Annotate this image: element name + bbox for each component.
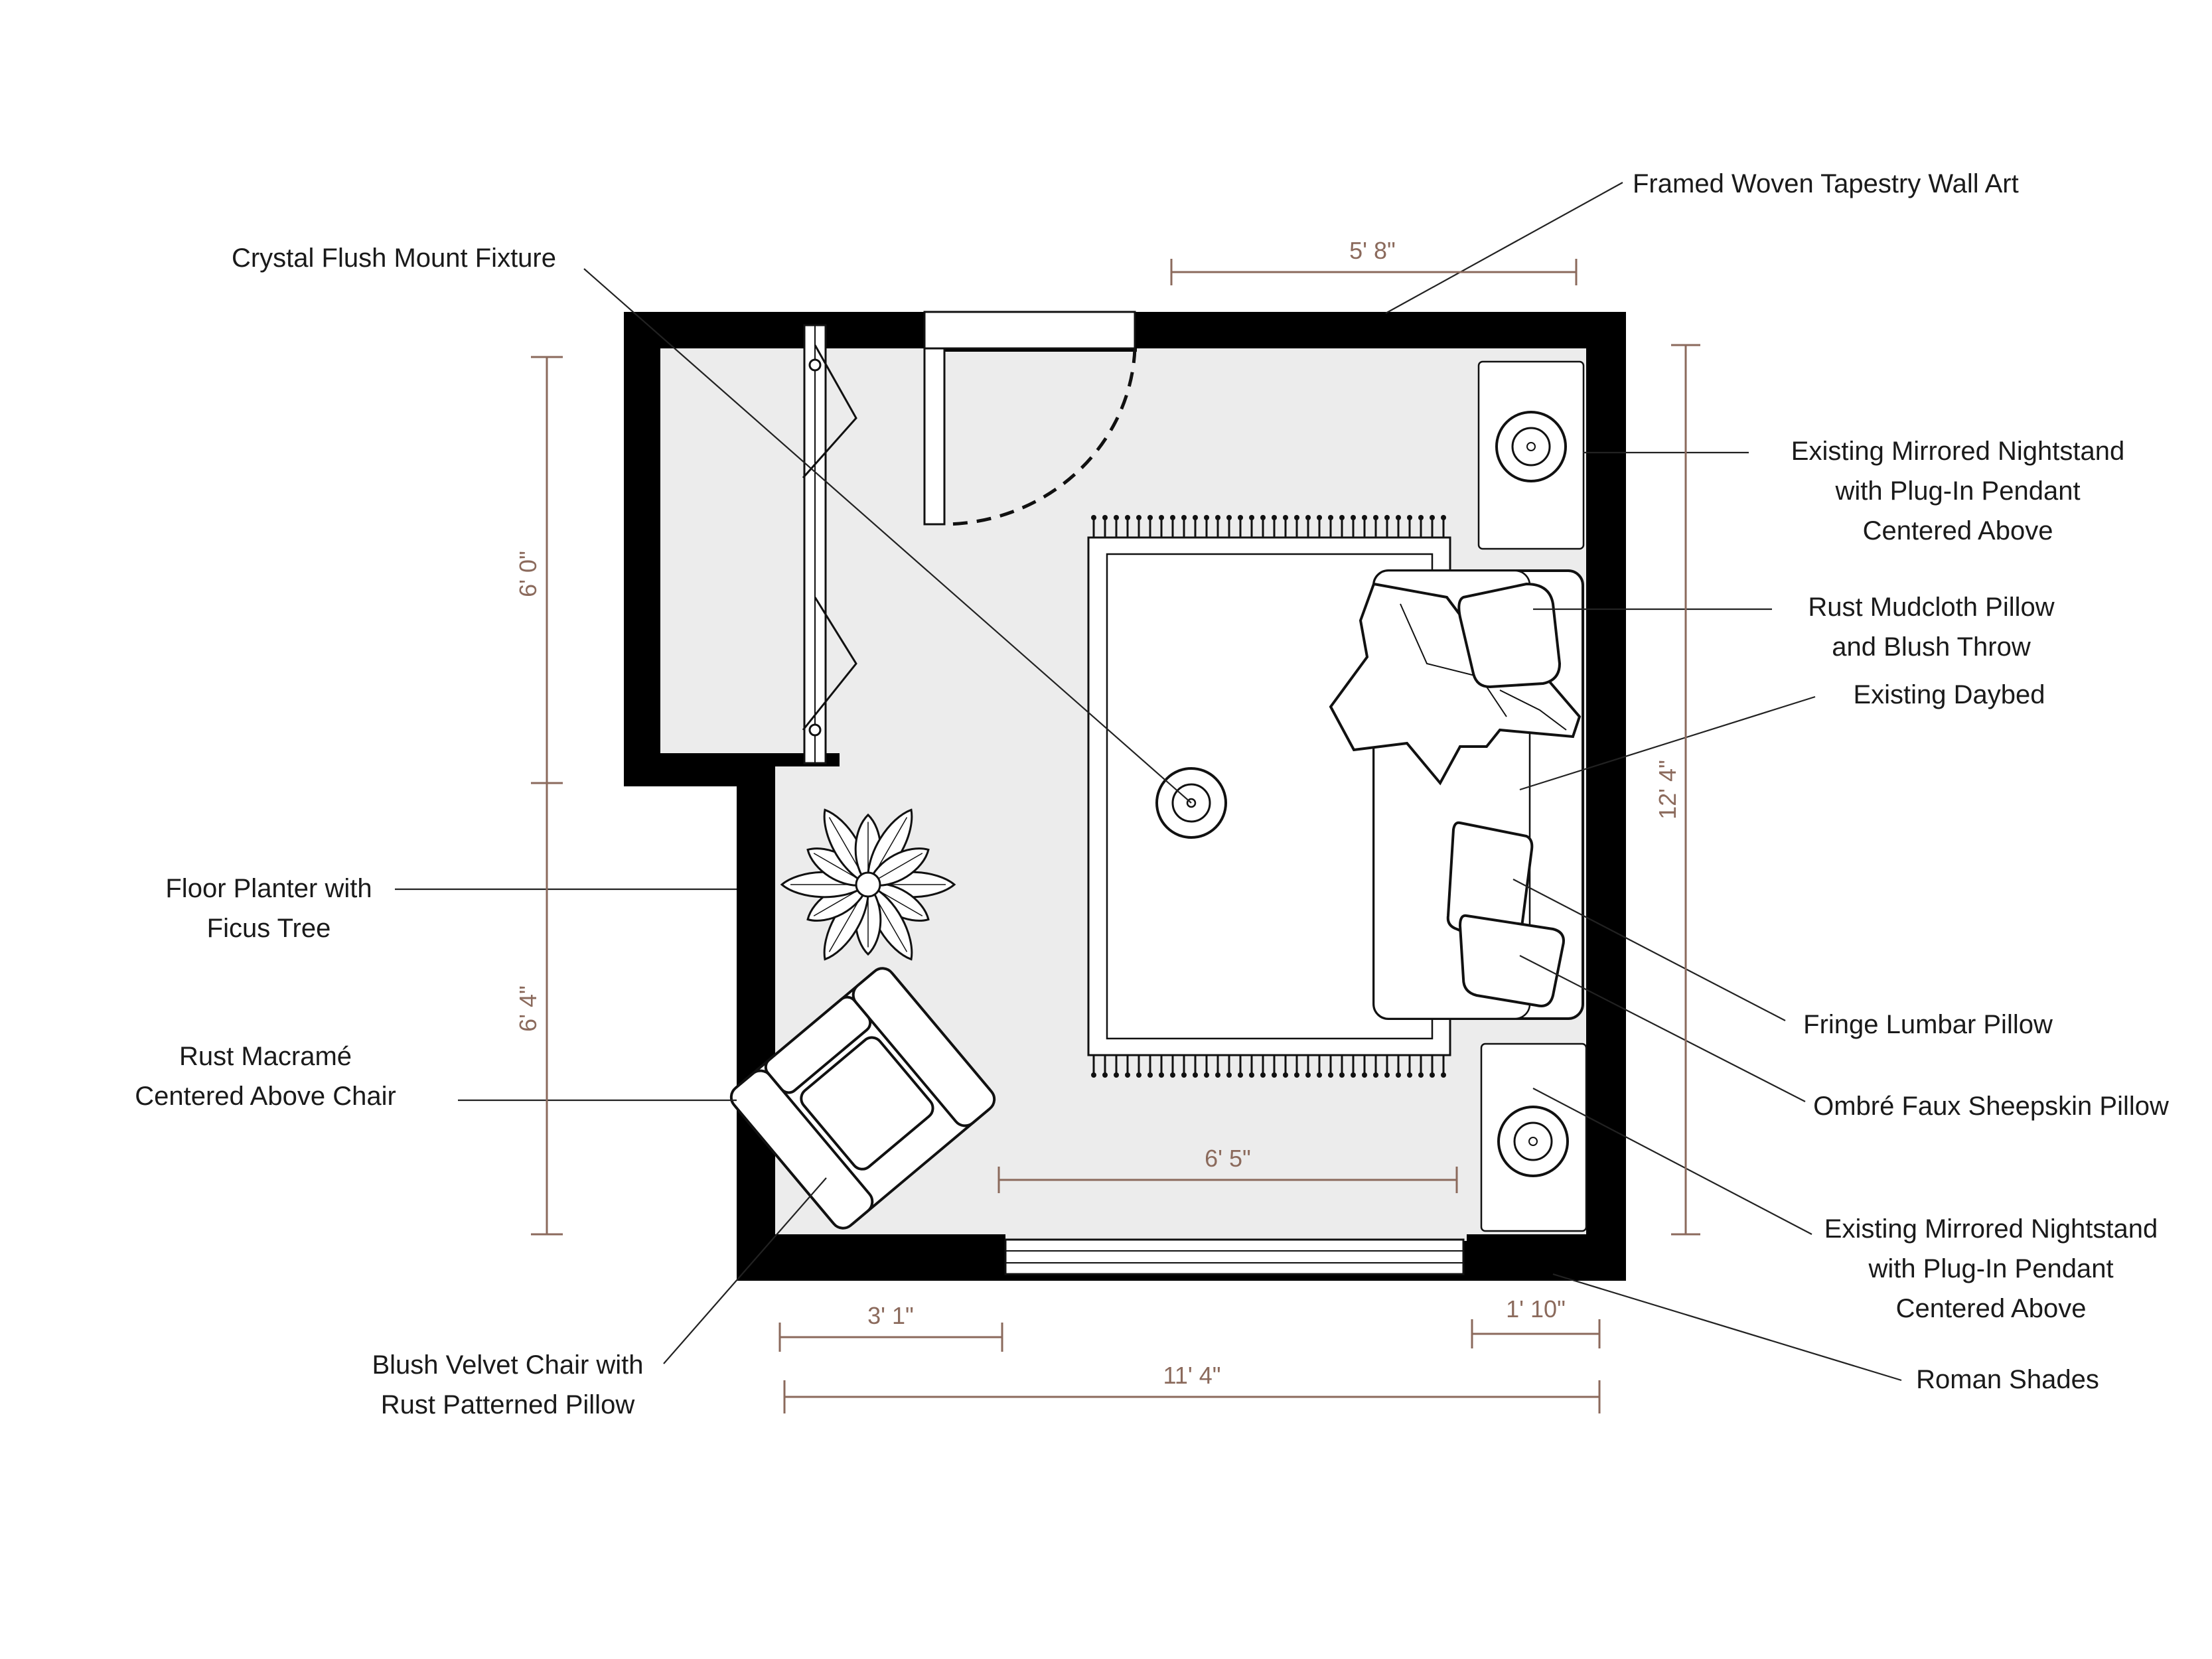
leader-lines <box>395 182 1902 1382</box>
label-sheepskin: Ombré Faux Sheepskin Pillow <box>1813 1092 2169 1121</box>
label-lumbar: Fringe Lumbar Pillow <box>1803 1010 2053 1039</box>
dim-bottom-left: 3' 1" <box>867 1302 914 1329</box>
dim-bottom-right: 1' 10" <box>1506 1295 1566 1323</box>
nightstand-bottom <box>1480 1043 1587 1232</box>
door-leaf <box>923 347 946 526</box>
fringe-top <box>1091 515 1446 538</box>
dim-top-wall: 5' 8" <box>1349 237 1396 264</box>
label-chair-2: Rust Patterned Pillow <box>381 1390 635 1419</box>
daybed <box>1329 569 1584 1020</box>
label-nightstand-top-3: Centered Above <box>1863 516 2053 545</box>
label-planter-2: Ficus Tree <box>207 914 331 943</box>
label-macrame-2: Centered Above Chair <box>135 1082 396 1111</box>
dim-left-upper: 6' 0" <box>514 551 542 597</box>
label-daybed: Existing Daybed <box>1853 680 2045 709</box>
dim-right: 12' 4" <box>1654 760 1681 820</box>
dim-rug-width: 6' 5" <box>1205 1145 1251 1172</box>
dim-overall-width: 11' 4" <box>1163 1362 1220 1389</box>
label-nightstand-bottom-3: Centered Above <box>1896 1294 2087 1323</box>
chair-pillow <box>800 1036 934 1171</box>
label-nightstand-top-2: with Plug-In Pendant <box>1834 476 2080 506</box>
sheepskin-pillow <box>1458 914 1565 1007</box>
mudcloth-pillow <box>1457 582 1562 689</box>
label-nightstand-bottom-1: Existing Mirrored Nightstand <box>1824 1214 2158 1244</box>
closet-doors <box>802 324 857 764</box>
ficus-leaves <box>780 808 956 961</box>
label-planter-1: Floor Planter with <box>165 874 372 903</box>
window-bottom <box>1004 1238 1465 1275</box>
fringe-bottom <box>1091 1055 1446 1078</box>
label-mudcloth-2: and Blush Throw <box>1832 632 2031 662</box>
label-mudcloth-1: Rust Mudcloth Pillow <box>1808 593 2054 622</box>
label-tapestry: Framed Woven Tapestry Wall Art <box>1633 169 2019 198</box>
floor-planter <box>780 808 956 961</box>
label-nightstand-bottom-2: with Plug-In Pendant <box>1868 1254 2113 1283</box>
door-swing <box>944 348 1137 526</box>
blush-velvet-chair <box>729 967 996 1230</box>
dim-left-lower: 6' 4" <box>514 985 542 1032</box>
label-chair-1: Blush Velvet Chair with <box>372 1350 643 1380</box>
label-fixture: Crystal Flush Mount Fixture <box>232 244 556 273</box>
label-nightstand-top-1: Existing Mirrored Nightstand <box>1791 437 2124 466</box>
label-shades: Roman Shades <box>1916 1365 2099 1394</box>
label-macrame-1: Rust Macramé <box>179 1042 352 1071</box>
dimension-lines <box>531 259 1700 1413</box>
door-header <box>923 311 1136 350</box>
nightstand-top <box>1477 360 1585 550</box>
